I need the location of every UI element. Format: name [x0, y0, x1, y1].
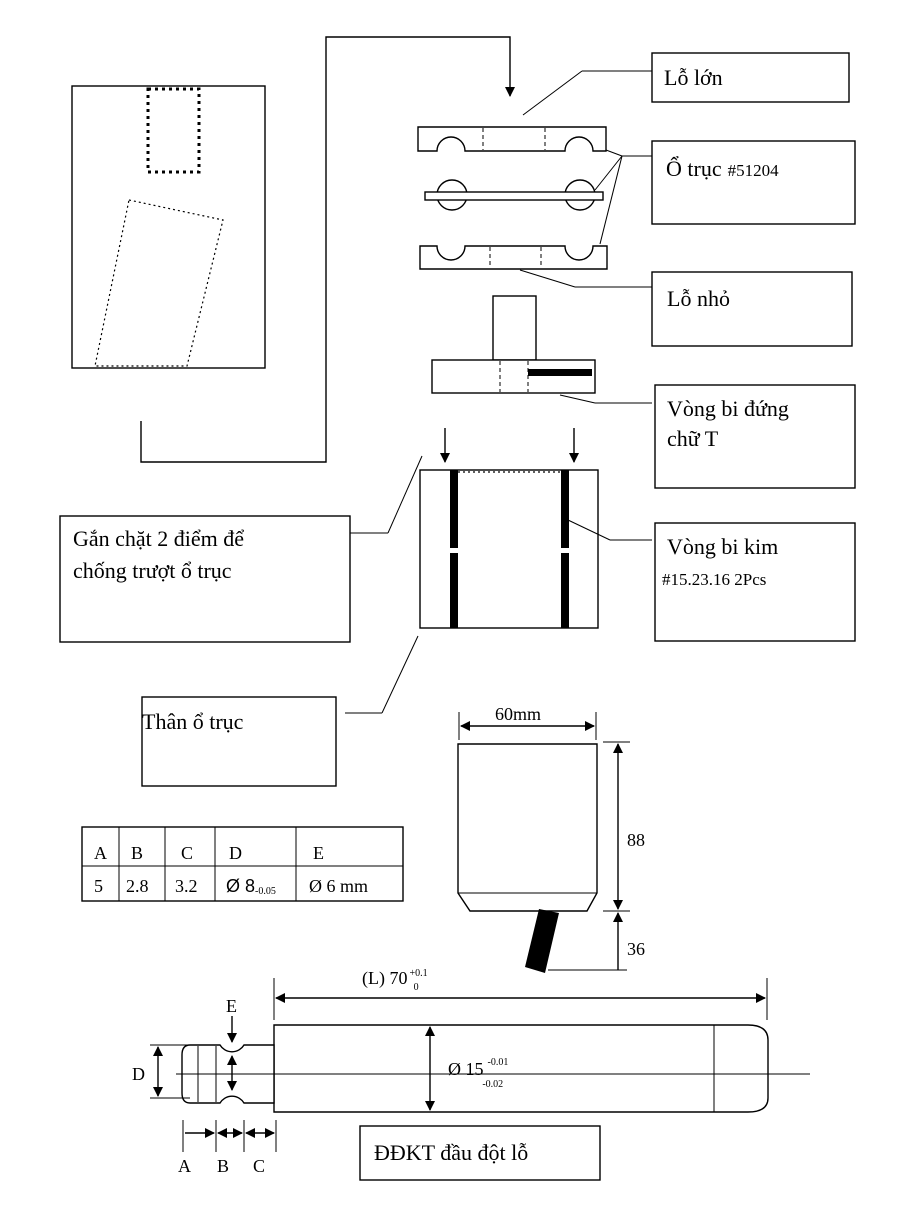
dim-36: 36: [627, 939, 645, 959]
dim-label-c: C: [253, 1156, 265, 1176]
label-box-ddkt: ĐĐKT đầu đột lỗ: [359, 1125, 601, 1181]
t-bearing: [431, 295, 596, 394]
table-header-d: D: [229, 843, 242, 863]
exploded-view-panel: [71, 85, 266, 369]
label-vong-bi-kim-1: Vòng bi kim: [667, 534, 778, 559]
label-lo-lon: Lỗ lớn: [664, 65, 723, 90]
table-cell-e: Ø 6 mm: [309, 876, 368, 896]
label-vong-bi-dung-1: Vòng bi đứng: [667, 396, 789, 421]
bearing-ball-race: [424, 179, 604, 211]
table-header-c: C: [181, 843, 193, 863]
table-cell-c: 3.2: [175, 876, 198, 896]
label-box-lo-lon: Lỗ lớn: [651, 52, 850, 103]
leader-lo-nho: [519, 269, 576, 288]
housing-side-view: 60mm 88 36: [457, 704, 645, 973]
hidden-hole-outline: [146, 87, 201, 174]
table-cell-d: Ø 8-0.05: [226, 876, 276, 897]
label-than-o-truc: Thân ổ trục: [142, 709, 244, 734]
punch-pin: [525, 909, 559, 973]
dimension-table: A B C D E 5 2.8 3.2 Ø 8-0.05 Ø 6 mm: [81, 826, 404, 902]
dim-88: 88: [627, 830, 645, 850]
label-vong-bi-kim-2: #15.23.16 2Pcs: [662, 570, 766, 589]
leader-vong-bi-kim: [567, 519, 611, 541]
label-o-truc: Ổ trục#51204: [666, 156, 779, 181]
dim-label-e: E: [226, 996, 237, 1016]
label-box-gan-chat: Gắn chặt 2 điểm để chống trượt ổ trục: [59, 515, 351, 643]
label-gan-chat-2: chống trượt ổ trục: [73, 558, 232, 583]
label-box-o-truc: Ổ trục#51204: [651, 140, 856, 225]
dim-label-b: B: [217, 1156, 229, 1176]
label-box-vong-bi-dung: Vòng bi đứng chữ T: [654, 384, 856, 489]
assembly-arrow-line: [140, 36, 515, 463]
dim-label-a: A: [178, 1156, 191, 1176]
leader-gan-chat: [387, 455, 423, 534]
label-gan-chat-1: Gắn chặt 2 điểm để: [73, 526, 244, 551]
label-box-than-o-truc: Thân ổ trục: [141, 696, 337, 787]
label-ddkt: ĐĐKT đầu đột lỗ: [374, 1140, 528, 1165]
housing-outline: [71, 85, 266, 369]
table-header-e: E: [313, 843, 324, 863]
hidden-insert-outline: [94, 199, 224, 367]
leader-than-o-truc: [381, 635, 419, 714]
table-header-a: A: [94, 843, 107, 863]
bearing-housing-body: [419, 428, 599, 629]
top-plate: [417, 126, 607, 152]
leader-lo-lon: [522, 70, 583, 116]
bottom-plate: [419, 245, 608, 270]
leader-o-truc-2: [594, 155, 623, 191]
leader-vong-bi-dung: [559, 394, 596, 404]
label-lo-nho: Lỗ nhỏ: [667, 286, 730, 311]
dim-60mm: 60mm: [495, 704, 541, 724]
leader-o-truc-1: [605, 149, 623, 157]
dim-label-d: D: [132, 1064, 145, 1084]
leader-o-truc-3: [599, 155, 623, 245]
label-box-vong-bi-kim: Vòng bi kim #15.23.16 2Pcs: [654, 522, 856, 642]
table-header-b: B: [131, 843, 143, 863]
label-box-lo-nho: Lỗ nhỏ: [651, 271, 853, 347]
table-cell-a: 5: [94, 876, 103, 896]
label-vong-bi-dung-2: chữ T: [667, 426, 719, 451]
table-cell-b: 2.8: [126, 876, 149, 896]
